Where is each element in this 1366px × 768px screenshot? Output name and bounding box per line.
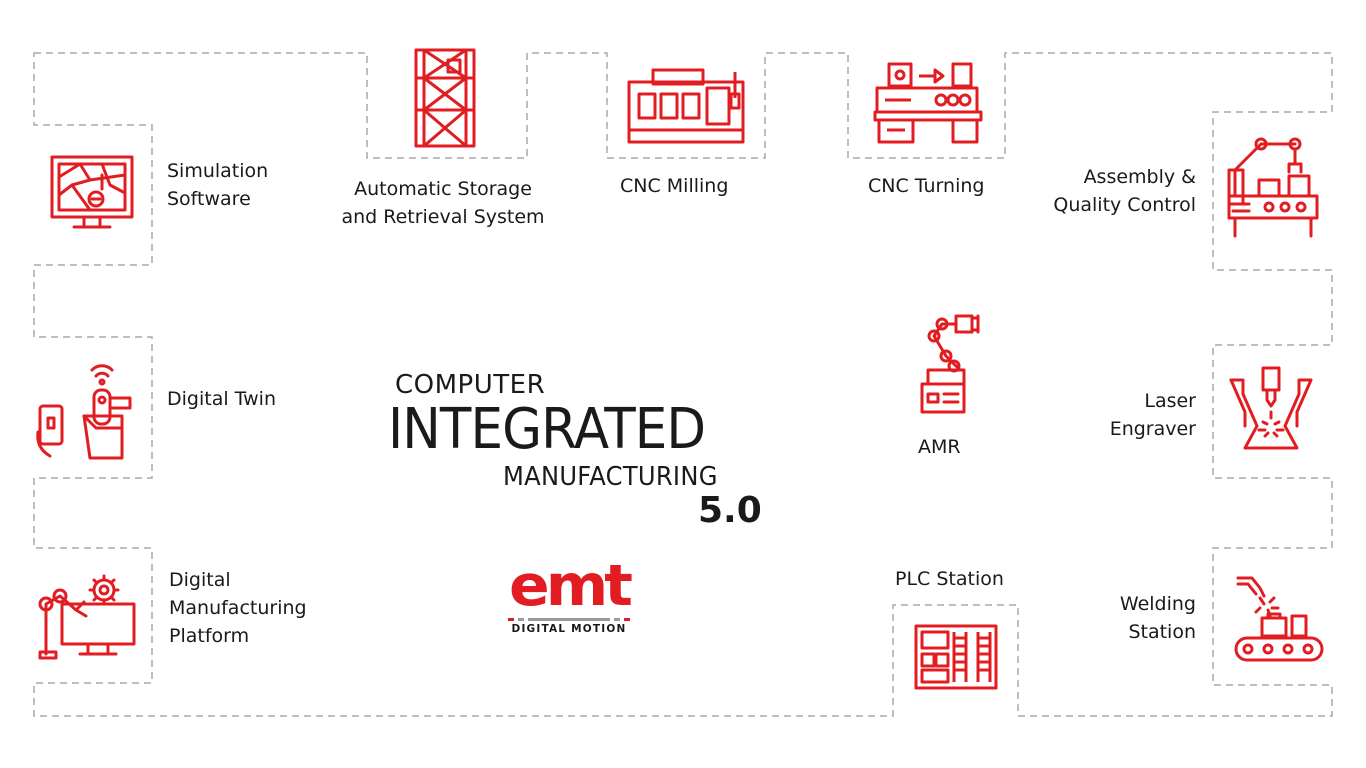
lathe-icon bbox=[873, 62, 983, 144]
station-label-cnc-turning: CNC Turning bbox=[868, 175, 985, 197]
station-label-plc: PLC Station bbox=[895, 568, 1004, 590]
plc-cabinet-icon bbox=[914, 624, 998, 690]
station-label-simulation: Simulation Software bbox=[167, 160, 269, 210]
logo-divider bbox=[508, 618, 630, 621]
laser-icon bbox=[1229, 366, 1313, 450]
station-label-welding: Welding Station bbox=[1119, 593, 1196, 643]
title-line-computer: COMPUTER bbox=[395, 370, 546, 400]
flow-path-outline bbox=[33, 52, 1333, 717]
storage-rack-icon bbox=[414, 48, 476, 148]
station-label-cnc-milling: CNC Milling bbox=[620, 175, 729, 197]
station-label-assembly: Assembly & Quality Control bbox=[1053, 166, 1196, 216]
robot-gear-monitor-icon bbox=[36, 574, 136, 658]
monitor-map-icon bbox=[50, 155, 134, 239]
logo-mark: emt bbox=[509, 552, 633, 620]
mobile-robot-icon bbox=[920, 312, 982, 416]
title-line-manufacturing: MANUFACTURING bbox=[503, 462, 718, 492]
station-label-asrs: Automatic Storage and Retrieval System bbox=[341, 178, 545, 228]
title-line-version: 5.0 bbox=[698, 490, 762, 531]
station-label-dmp: Digital Manufacturing Platform bbox=[169, 569, 307, 647]
welding-conveyor-icon bbox=[1234, 574, 1324, 662]
station-label-laser: Laser Engraver bbox=[1109, 390, 1196, 440]
station-label-amr: AMR bbox=[918, 436, 961, 458]
milling-machine-icon bbox=[627, 68, 745, 144]
title-line-integrated: INTEGRATED bbox=[388, 397, 706, 462]
phone-robot-icon bbox=[36, 362, 136, 458]
station-label-digital-twin: Digital Twin bbox=[167, 388, 276, 410]
logo-tagline: DIGITAL MOTION bbox=[511, 623, 627, 635]
robot-conveyor-icon bbox=[1227, 136, 1319, 238]
emt-logo: emt DIGITAL MOTION bbox=[498, 556, 640, 642]
